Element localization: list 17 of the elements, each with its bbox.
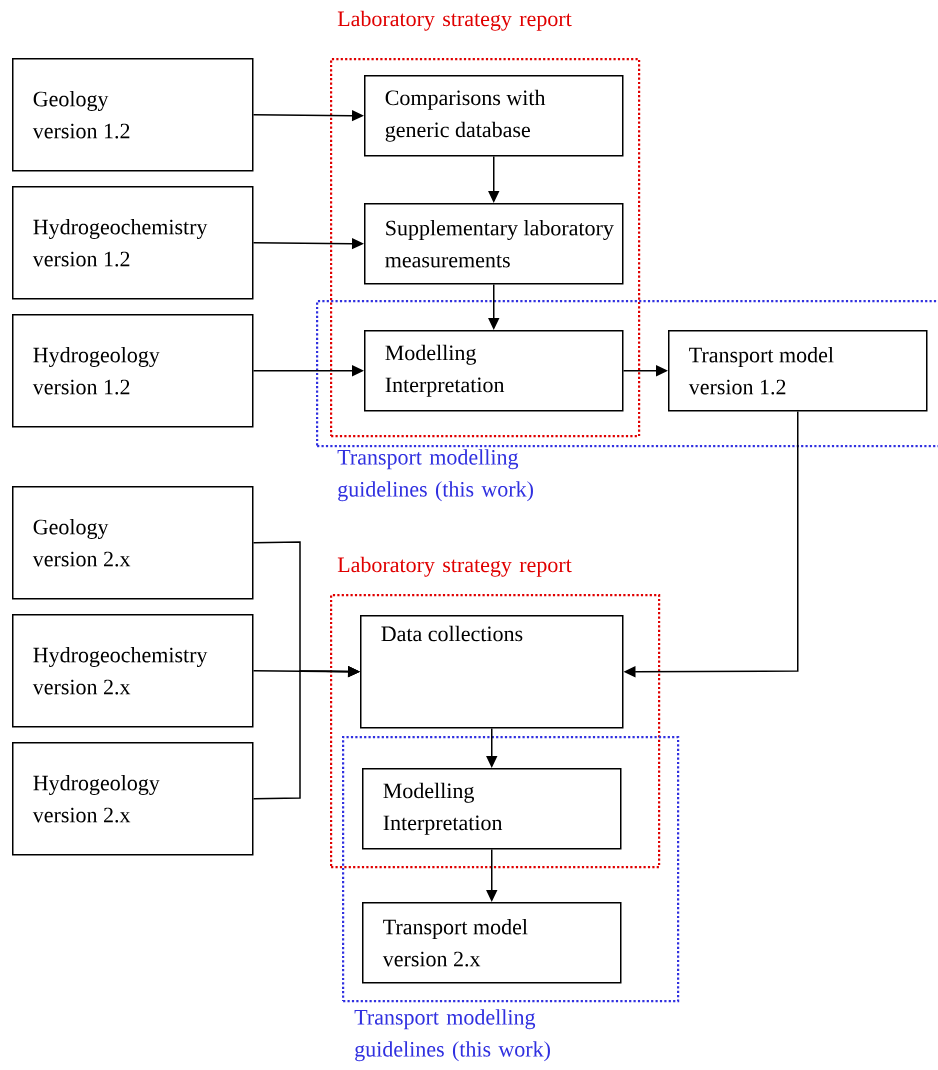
process-box: Transport model version 1.2 bbox=[668, 330, 928, 412]
process-box: Modelling Interpretation bbox=[362, 768, 622, 850]
process-box: Hydrogeochemistry version 2.x bbox=[12, 614, 254, 728]
frame-heading: Laboratory strategy report bbox=[337, 556, 572, 577]
frame-heading: Transport modelling guidelines (this work) bbox=[337, 449, 533, 502]
process-box: Data collections bbox=[360, 615, 624, 729]
process-box: Transport model version 2.x bbox=[362, 902, 622, 984]
process-box: Hydrogeology version 2.x bbox=[12, 742, 254, 856]
process-box: Hydrogeology version 1.2 bbox=[12, 314, 254, 428]
process-box: Hydrogeochemistry version 1.2 bbox=[12, 186, 254, 300]
frame-heading: Transport modelling guidelines (this work) bbox=[354, 1009, 550, 1062]
process-box: Geology version 1.2 bbox=[12, 58, 254, 172]
process-box: Geology version 2.x bbox=[12, 486, 254, 600]
process-box: Comparisons with generic database bbox=[364, 75, 624, 157]
frame-heading: Laboratory strategy report bbox=[337, 10, 572, 31]
process-box: Modelling Interpretation bbox=[364, 330, 624, 412]
process-box: Supplementary laboratory measurements bbox=[364, 203, 624, 285]
